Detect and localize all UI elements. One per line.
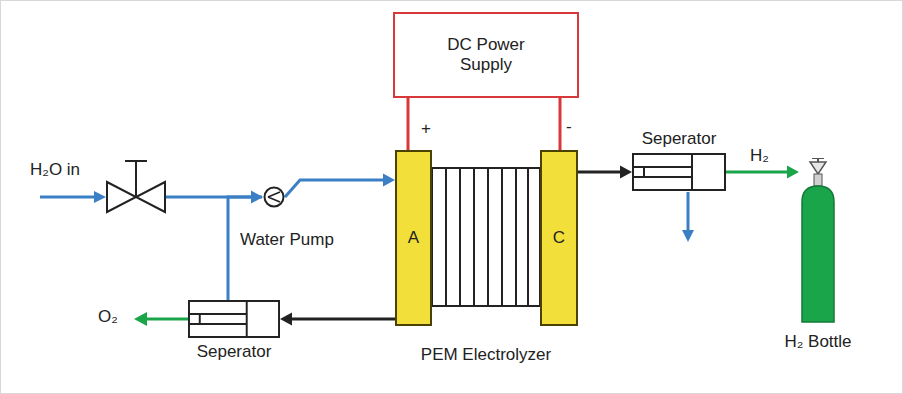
separator: Seperator	[632, 153, 726, 191]
power-supply-box: DC Power Supply	[393, 12, 579, 98]
stream-label: O₂	[98, 307, 118, 327]
flow-connector	[408, 98, 409, 150]
connector-line	[578, 171, 622, 174]
node-text: DC Power Supply	[431, 35, 541, 76]
separator-symbol	[632, 153, 726, 191]
arrow-head	[134, 312, 147, 326]
flow-connector	[560, 98, 561, 150]
connector-line	[290, 318, 395, 321]
anode-plate: A	[395, 150, 432, 326]
node-text: A	[408, 228, 419, 248]
cathode-plate: C	[540, 150, 578, 326]
pump-symbol	[263, 186, 285, 208]
flow-connector	[285, 174, 395, 198]
arrow-head	[94, 191, 106, 203]
node-heading: Seperator	[197, 342, 272, 362]
valve-symbol	[107, 161, 165, 212]
arrow-head	[280, 313, 292, 326]
flow-connector	[578, 166, 632, 179]
component-label: PEM Electrolyzer	[421, 345, 551, 365]
arrow-head	[383, 174, 395, 187]
polarity-sign: +	[421, 119, 431, 139]
arrow-head	[251, 191, 263, 204]
connector-line	[559, 98, 562, 150]
connector-line	[285, 180, 385, 197]
flow-connector	[726, 166, 799, 179]
connector-line	[726, 171, 789, 174]
gas-bottle	[799, 158, 837, 324]
polarity-sign: -	[566, 117, 572, 137]
hydrogen-bottle: H₂ Bottle	[799, 158, 837, 324]
node-heading: Water Pump	[240, 230, 334, 250]
cell-stack	[432, 168, 540, 306]
separator-symbol	[188, 300, 280, 338]
water-pump: Water Pump	[263, 186, 285, 208]
node-heading: H₂ Bottle	[784, 332, 851, 352]
edge-label: H₂	[750, 146, 769, 166]
connector-line	[407, 98, 410, 150]
drain-line	[687, 192, 690, 232]
arrow-head	[682, 230, 694, 242]
inlet-line	[40, 196, 100, 199]
separator: Seperator	[188, 300, 280, 338]
arrow-head	[620, 166, 632, 179]
inlet-label: H₂O in	[30, 160, 80, 180]
flow-connector	[280, 313, 395, 326]
node-heading: Seperator	[642, 129, 717, 149]
node-text: C	[553, 228, 565, 248]
arrow-head	[787, 166, 799, 179]
oxygen-line	[146, 318, 188, 321]
